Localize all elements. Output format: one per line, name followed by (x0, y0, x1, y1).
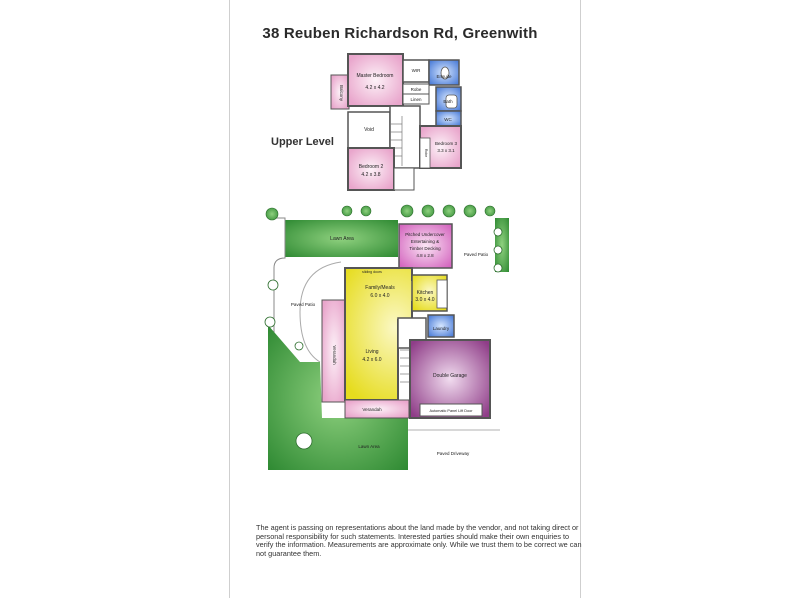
master-bedroom-name: Master Bedroom (357, 73, 394, 79)
kitchen-size: 3.0 x 4.0 (415, 297, 434, 303)
linen-label: Linen (410, 97, 422, 102)
shrubs-right (493, 227, 503, 273)
laundry (427, 314, 455, 338)
lawn-bottom-label: Lawn Area (358, 444, 380, 449)
double-garage-label: Double Garage (433, 373, 467, 379)
paved-driveway-label: Paved Driveway (437, 451, 470, 456)
shrubs-left (264, 279, 313, 450)
paved-patio-right-label: Paved Patio (464, 252, 489, 257)
page-title: 38 Reuben Richardson Rd, Greenwith (262, 25, 538, 42)
void-label: Void (364, 127, 374, 133)
bath-label: Bath (443, 99, 453, 104)
upper-level-heading: Upper Level (271, 136, 334, 148)
robe-label: Robe (411, 87, 422, 92)
laundry-label: Laundry (433, 326, 450, 331)
bathtub (445, 94, 458, 109)
bedroom-3-name: Bedroom 3 (435, 141, 458, 146)
master-bedroom-size: 4.2 x 4.2 (365, 85, 384, 91)
verandah-front-label: Verandah (362, 407, 382, 412)
living-size: 4.2 x 6.0 (362, 357, 381, 363)
garden-edge (268, 217, 286, 362)
sliding-doors-label: sliding doors (362, 270, 382, 274)
bedroom-3-size: 3.3 x 3.1 (437, 148, 455, 153)
master-bedroom (347, 53, 404, 107)
ensuite-label: Ensuite (436, 74, 452, 79)
family-meals-size: 6.0 x 4.0 (370, 293, 389, 299)
linen (402, 93, 430, 105)
lawn-area-top (285, 220, 398, 257)
verandah-side-label: Verandah (332, 345, 337, 365)
pergola-line1: Pitched Undercover (405, 232, 445, 237)
pergola-decking (398, 223, 453, 269)
page-border (229, 0, 581, 598)
bedroom-2-robe (393, 167, 415, 191)
pergola-line2: Entertaining & (411, 239, 439, 244)
bedroom-2-size: 4.2 x 3.8 (361, 172, 380, 178)
void (347, 111, 391, 149)
site-plan: Lawn Area Pitched Undercover Entertainin… (264, 204, 509, 470)
pergola-size: 4.8 x 2.8 (416, 253, 434, 258)
wir-label: WIR (412, 68, 421, 73)
balcony-label: Balcony (339, 85, 344, 102)
garage-door-label: Automatic Panel Lift Door (429, 409, 473, 413)
bedroom-2-name: Bedroom 2 (359, 164, 384, 170)
kitchen-name: Kitchen (417, 290, 434, 296)
upper-level-plan: Master Bedroom 4.2 x 4.2 WIR Ensuite Rob… (330, 53, 462, 191)
kitchen-pantry (436, 279, 448, 309)
bedroom-3-robe (419, 137, 431, 169)
ground-stairs (400, 349, 410, 383)
bedroom-3-robe-label: Robe (424, 149, 428, 157)
tree-row-top (265, 204, 496, 221)
wc-label: WC (444, 117, 452, 122)
living-name: Living (365, 349, 378, 355)
pergola-line3: Timber Decking (409, 246, 441, 251)
garage-door (419, 403, 483, 417)
patio-curve (299, 261, 342, 363)
disclaimer-text: The agent is passing on representations … (256, 523, 582, 558)
lawn-top-label: Lawn Area (330, 236, 354, 242)
family-meals-name: Family/Meals (365, 285, 395, 291)
ensuite-basin (440, 66, 450, 80)
paved-patio-left-label: Paved Patio (291, 302, 316, 307)
